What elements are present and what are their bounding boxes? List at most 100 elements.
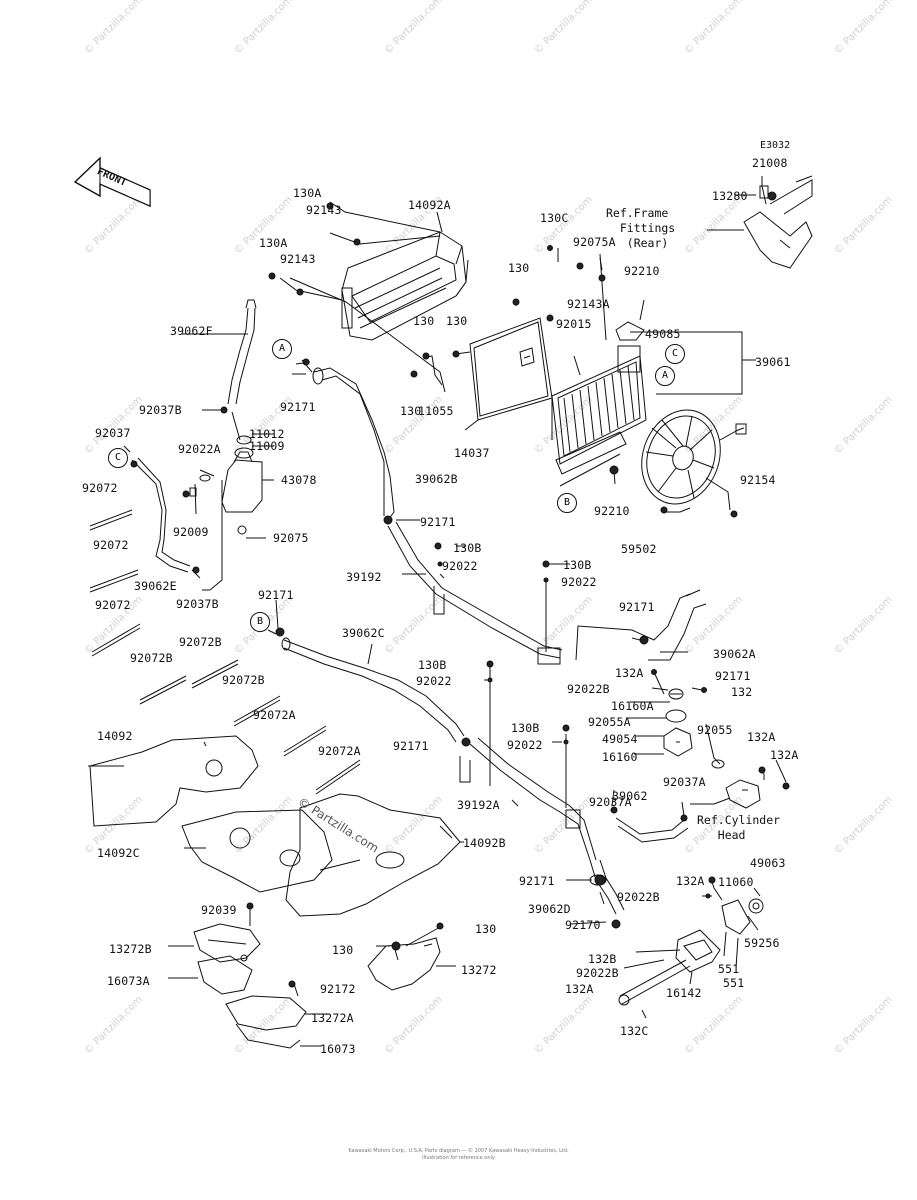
part-label: 11012 (249, 427, 285, 441)
part-label: 13272A (311, 1011, 354, 1025)
part-label: 39062 (612, 789, 648, 803)
part-label: 39062F (170, 324, 213, 338)
part-label: 92143A (567, 297, 610, 311)
ref-cylinder-head: Ref.Cylinder Head (697, 813, 781, 842)
part-label: 39192A (457, 798, 500, 812)
part-label: 13280 (712, 189, 748, 203)
guard-16073A (197, 955, 253, 995)
part-label: 132A (676, 874, 705, 888)
water-pump-cover (618, 898, 764, 1006)
part-label: 92022B (576, 966, 619, 980)
part-label: 92072 (93, 538, 129, 552)
part-label: 92037B (139, 403, 182, 417)
part-label: 92072B (130, 651, 173, 665)
callout-c-left: C (108, 448, 128, 468)
cooling-fan (641, 409, 747, 513)
part-label: 13272 (461, 963, 497, 977)
part-label: 39062B (415, 472, 458, 486)
part-label: 130A (293, 186, 322, 200)
part-label: 132 (731, 685, 753, 699)
reservoir-tank (221, 435, 263, 535)
part-label: 59502 (621, 542, 657, 556)
part-label: 11060 (718, 875, 754, 889)
part-label: 92075 (273, 531, 309, 545)
part-label: 92022A (178, 442, 221, 456)
part-label: 130 (475, 922, 497, 936)
part-label: 14092 (97, 729, 133, 743)
part-label: 92022 (507, 738, 543, 752)
part-label: 49054 (602, 732, 638, 746)
part-label: 132B (588, 952, 617, 966)
part-label: 21008 (752, 156, 788, 170)
part-label: 39062A (713, 647, 756, 661)
ref-frame-fittings: Ref.Frame Fittings (Rear) (606, 206, 676, 250)
part-label: 92039 (201, 903, 237, 917)
footer-line-1: Kawasaki Motors Corp., U.S.A. Parts diag… (348, 1148, 569, 1154)
part-label: 16160A (611, 699, 654, 713)
part-label: 92143 (306, 203, 342, 217)
part-label: 39062E (134, 579, 177, 593)
part-label: 49063 (750, 856, 786, 870)
part-label: 16142 (666, 986, 702, 1000)
callout-a-right: A (655, 366, 675, 386)
part-label: 130 (332, 943, 354, 957)
part-label: 13272B (109, 942, 152, 956)
part-label: 14092C (97, 846, 140, 860)
part-label: 11055 (418, 404, 454, 418)
pipe-39192 (387, 521, 563, 665)
part-label: 92072B (222, 673, 265, 687)
part-label: 130B (418, 658, 447, 672)
part-label: 130C (540, 211, 569, 225)
part-label: 92143 (280, 252, 316, 266)
part-label: 92171 (258, 588, 294, 602)
part-label: 92072A (253, 708, 296, 722)
part-label: 92210 (594, 504, 630, 518)
part-label: 130B (453, 541, 482, 555)
overflow-hose-39062F (182, 299, 257, 405)
part-label: 92037B (176, 597, 219, 611)
part-label: 92171 (280, 400, 316, 414)
part-label: 92055A (588, 715, 631, 729)
part-label: 39192 (346, 570, 382, 584)
part-label: 92072A (318, 744, 361, 758)
footer-line-2: Illustration for reference only (422, 1155, 495, 1161)
part-label: 92022 (416, 674, 452, 688)
part-label: 92171 (420, 515, 456, 529)
part-label: 92210 (624, 264, 660, 278)
part-label: 92037A (589, 795, 632, 809)
callout-c-right: C (665, 344, 685, 364)
part-label: 132C (620, 1024, 649, 1038)
thermostat-housing (663, 688, 693, 757)
part-label: 92172 (320, 982, 356, 996)
part-label: 92037 (95, 426, 131, 440)
part-label: 132A (565, 982, 594, 996)
part-label: 43078 (281, 473, 317, 487)
part-label: 92171 (619, 600, 655, 614)
callout-b-right: B (557, 493, 577, 513)
part-label: 16073 (320, 1042, 356, 1056)
guard-13272B (193, 923, 261, 963)
hose-39062A (575, 589, 707, 661)
part-label: 92022 (561, 575, 597, 589)
part-label: 39061 (755, 355, 791, 369)
part-label: 92055 (697, 723, 733, 737)
frame-fittings (743, 175, 813, 269)
pipe-39192A (459, 737, 597, 861)
cable-ties (89, 509, 361, 795)
part-label: 11009 (249, 439, 285, 453)
part-label: 92171 (393, 739, 429, 753)
part-label: 92171 (519, 874, 555, 888)
part-label: 92072 (95, 598, 131, 612)
hose-39062 (615, 817, 689, 843)
part-label: 92072 (82, 481, 118, 495)
part-label: 130A (259, 236, 288, 250)
part-label: 92015 (556, 317, 592, 331)
part-label: 14092B (463, 836, 506, 850)
radiator-shroud (341, 231, 469, 341)
hose-39062C (281, 637, 465, 743)
front-arrow-icon (73, 156, 151, 208)
part-label: 16073A (107, 974, 150, 988)
part-label: 92022 (442, 559, 478, 573)
